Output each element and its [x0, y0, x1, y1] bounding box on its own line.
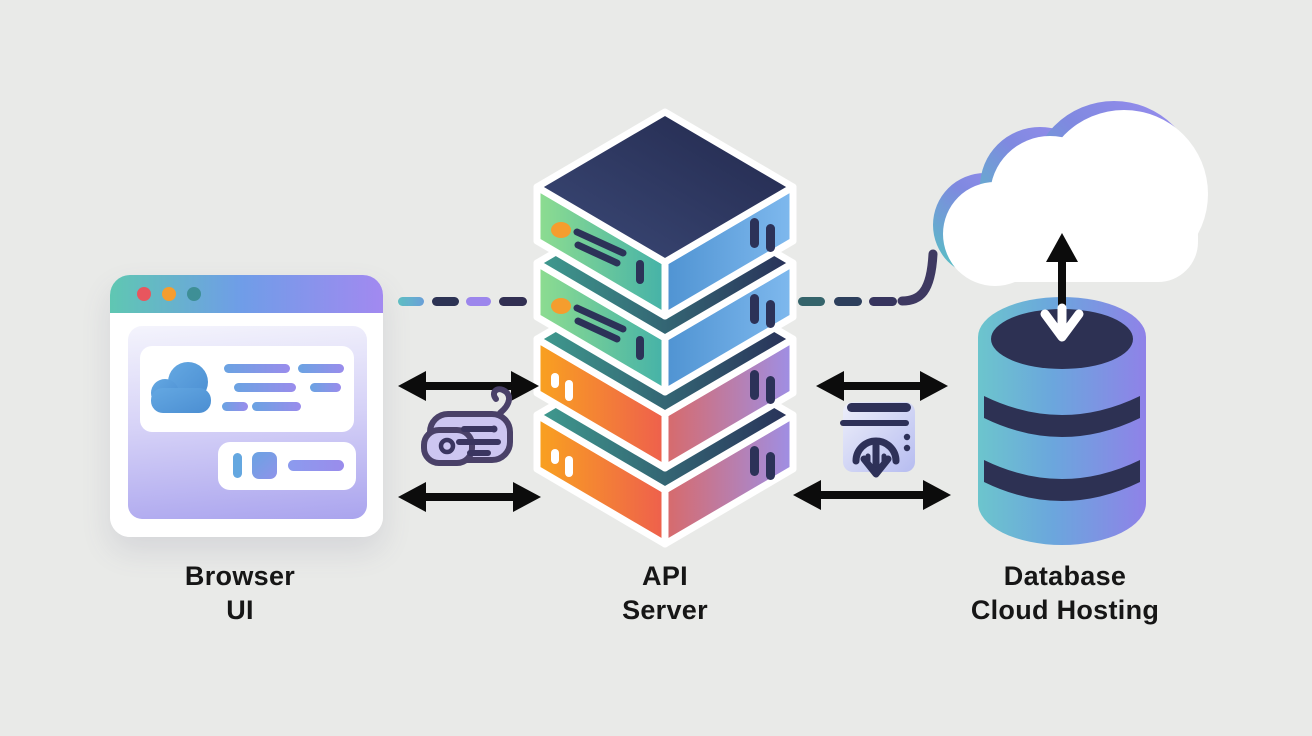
- bubble-curl: [491, 386, 512, 416]
- database-sync-icon: [840, 402, 915, 478]
- label-line: Cloud Hosting: [970, 595, 1160, 625]
- ui-button-block: [252, 452, 277, 479]
- arrow-api-database-upper: [816, 371, 948, 401]
- database-band-2: [984, 460, 1140, 501]
- ui-pill: [233, 453, 242, 478]
- arrow-browser-api-upper: [398, 371, 539, 401]
- text-line: [234, 383, 296, 392]
- content-card-hero: [140, 346, 354, 432]
- label-line: Server: [622, 595, 708, 625]
- arrowhead-down-white: [1040, 309, 1084, 342]
- curve-into-cloud: [897, 249, 938, 306]
- label-line: Browser: [184, 561, 296, 591]
- server-layer-1: [533, 108, 797, 320]
- browser-body: [110, 313, 383, 537]
- arrows: [398, 371, 951, 512]
- label-line: API: [642, 561, 688, 591]
- window-dot-teal: [187, 287, 201, 301]
- server-stack: [533, 108, 797, 548]
- text-line: [252, 402, 301, 411]
- label-api-server: API Server: [555, 559, 775, 627]
- message-bubble-icon: [421, 386, 513, 466]
- content-card-controls: [218, 442, 356, 490]
- ui-slider-line: [288, 460, 344, 471]
- dashed-connector-api-cloud: [798, 249, 938, 306]
- cloud-icon: [151, 362, 211, 413]
- label-line: Database: [1003, 561, 1127, 591]
- arrow-browser-api-lower: [398, 482, 541, 512]
- cloud-body: [943, 110, 1208, 286]
- arrow-api-database-lower: [793, 480, 951, 510]
- database-cylinder: [978, 297, 1146, 545]
- label-line: UI: [226, 595, 254, 625]
- browser-titlebar: [110, 275, 383, 313]
- server-led: [551, 222, 571, 238]
- dashed-connector-browser-api: [398, 297, 527, 306]
- label-database-cloud-hosting: Database Cloud Hosting: [945, 559, 1185, 627]
- arrowhead-up: [1046, 233, 1078, 262]
- browser-content-panel: [128, 326, 367, 519]
- window-dot-red: [137, 287, 151, 301]
- window-dot-orange: [162, 287, 176, 301]
- vertical-arrow-cloud-database: [1040, 233, 1084, 342]
- browser-window-illustration: [110, 275, 383, 537]
- database-band-1: [984, 396, 1140, 437]
- server-led: [551, 298, 571, 314]
- text-line: [298, 364, 344, 373]
- label-browser-ui: Browser UI: [130, 559, 350, 627]
- text-line: [222, 402, 248, 411]
- cloud-illustration: [933, 101, 1208, 286]
- text-line: [224, 364, 290, 373]
- text-line: [310, 383, 341, 392]
